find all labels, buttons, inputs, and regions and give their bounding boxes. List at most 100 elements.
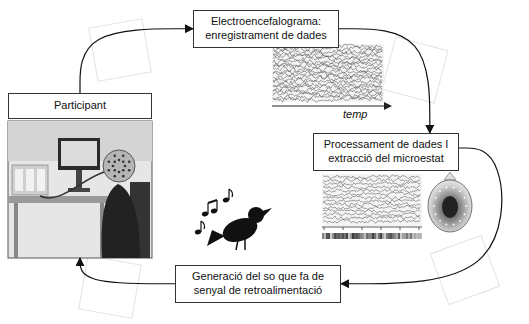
cycle-arrow <box>80 258 175 284</box>
note-stem <box>228 189 229 200</box>
microstate-strip <box>400 233 402 239</box>
axis-tick <box>419 227 420 230</box>
participant-photo <box>8 121 152 258</box>
axis-label: temp <box>342 108 368 120</box>
processed-channel <box>323 213 420 217</box>
microstate-strip <box>330 233 332 239</box>
microstate-strip <box>416 233 418 239</box>
microstate-strip <box>338 233 340 239</box>
electrode-dot <box>453 224 455 226</box>
cap-electrode <box>113 175 116 178</box>
microstate-strip <box>382 233 384 239</box>
faded-frame <box>89 19 152 82</box>
electrode-dot <box>435 213 437 215</box>
microstate-strip <box>364 233 366 239</box>
microstate-strip <box>418 233 420 239</box>
processed-channel <box>323 175 420 179</box>
processed-channel <box>323 199 420 202</box>
electrode-dot <box>435 197 437 199</box>
faded-frame <box>79 256 142 319</box>
processed-channel <box>323 195 420 199</box>
microstate-strip <box>408 233 410 239</box>
microstate-strip <box>328 233 330 239</box>
microstate-strip <box>404 233 406 239</box>
trace-ground <box>272 44 384 102</box>
map-peak <box>442 196 458 218</box>
cap-electrode <box>122 155 125 158</box>
note-stem <box>216 200 217 211</box>
microstate-strip <box>384 233 386 239</box>
axis-tick <box>324 227 325 230</box>
monitor <box>58 138 100 170</box>
cable <box>40 172 104 198</box>
participant-body <box>102 184 140 258</box>
note-flag <box>201 221 205 229</box>
processed-channel <box>323 178 420 182</box>
processed-channel <box>323 185 420 189</box>
microstate-strip <box>372 233 374 239</box>
microstate-strip <box>334 233 336 239</box>
equipment <box>12 165 48 195</box>
bird-leg <box>244 238 246 250</box>
electrode-dot <box>459 190 461 192</box>
bird-head <box>248 207 264 223</box>
screen <box>61 141 97 166</box>
electrode-dot <box>464 197 466 199</box>
microstate-strip <box>366 233 368 239</box>
processed-channel <box>323 219 420 223</box>
microstate-strip <box>342 233 344 239</box>
microstate-strip <box>388 233 390 239</box>
microstate-strip <box>354 233 356 239</box>
microstate-strip <box>420 233 422 239</box>
processed-channel <box>323 192 420 196</box>
microstate-strip <box>374 233 376 239</box>
microstate-strip <box>324 233 326 239</box>
processed-channel <box>323 209 420 213</box>
desk <box>8 196 112 203</box>
trace-ground <box>322 174 422 226</box>
electrode-dot <box>439 220 441 222</box>
microstate-strip <box>398 233 400 239</box>
bird-tail <box>207 230 225 246</box>
microstate-strip <box>396 233 398 239</box>
box-text: Electroencefalograma: enregistrament de … <box>200 15 332 43</box>
microstate-strip <box>392 233 394 239</box>
panel-heading: Participant <box>8 93 152 119</box>
process-box: Electroencefalograma: enregistrament de … <box>193 10 339 48</box>
eeg-channel <box>273 92 382 97</box>
cap-electrode <box>113 160 116 163</box>
cap-electrode <box>112 165 115 168</box>
head-map <box>428 172 472 232</box>
eeg-channel <box>273 97 382 102</box>
microstate-strip <box>358 233 360 239</box>
desk-leg <box>14 203 18 258</box>
eeg-channel <box>273 49 382 54</box>
eeg-channel <box>273 66 382 72</box>
processed-channel <box>323 205 420 209</box>
bird-icon <box>194 189 272 250</box>
equipment <box>15 169 23 191</box>
cap-electrode <box>124 165 127 168</box>
note-stem <box>207 203 208 214</box>
microstate-strip <box>332 233 334 239</box>
microstate-strip <box>412 233 414 239</box>
microstate-strip <box>390 233 392 239</box>
photo-ground <box>8 121 152 258</box>
microstate-strip <box>322 233 324 239</box>
note-flag <box>229 189 233 197</box>
eeg-cap <box>103 150 135 182</box>
microstate-strip <box>378 233 380 239</box>
box-text: Processament de dades I extracció del mi… <box>320 138 452 166</box>
electrode-dot <box>446 224 448 226</box>
microstate-strip <box>380 233 382 239</box>
bird-leg <box>236 240 238 250</box>
electrode-dot <box>453 187 455 189</box>
microstate-strip <box>340 233 342 239</box>
process-box: Generació del so que fa de senyal de ret… <box>175 265 341 303</box>
microstate-strip <box>394 233 396 239</box>
microstate-strip <box>376 233 378 239</box>
cap-electrode <box>122 160 125 163</box>
electrode-dot <box>465 205 467 207</box>
microstate-strip <box>346 233 348 239</box>
microstate-strip <box>370 233 372 239</box>
